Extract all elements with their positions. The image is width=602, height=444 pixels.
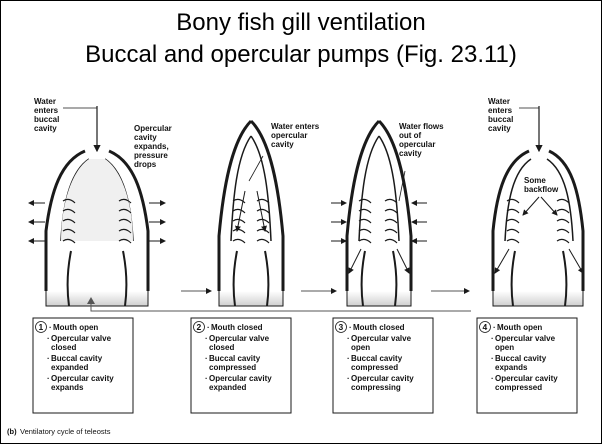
- panel-3-inner-wall: [359, 136, 399, 241]
- panel-1: Water enters buccal cavity Opercular cav…: [29, 97, 174, 306]
- panel-4-label-water-enters: Water enters buccal cavity: [488, 97, 516, 133]
- panel-2-label-water-enters-opercular: Water enters opercular cavity: [271, 122, 321, 149]
- panel-3-label-water-flows-out: Water flows out of opercular cavity: [399, 122, 446, 158]
- panel-4-label-backflow: Some backflow: [524, 176, 559, 194]
- step-1-number: 1: [39, 322, 44, 332]
- step-box-4: 4 ·Mouth open ·Opercular valve open ·Buc…: [477, 318, 577, 413]
- panel-1-label-water-enters: Water enters buccal cavity: [34, 97, 62, 133]
- panel-1-label-opercular-expands: Opercular cavity expands, pressure drops: [134, 124, 174, 169]
- step-box-3: 3 ·Mouth closed ·Opercular valve open ·B…: [333, 318, 433, 413]
- step-2-number: 2: [197, 322, 202, 332]
- step-3-number: 3: [339, 322, 344, 332]
- step-4-number: 4: [483, 322, 488, 332]
- panel-3: Water flows out of opercular cavity: [331, 121, 446, 306]
- panel-4-gill-right: [557, 199, 569, 243]
- step-box-2: 2 ·Mouth closed ·Opercular valve closed …: [191, 318, 291, 413]
- panel-4: Water enters buccal cavity Some backflow: [488, 97, 583, 306]
- panel-2-inner-wall: [231, 136, 271, 241]
- panel-2: Water enters opercular cavity: [219, 121, 321, 306]
- step-box-1: 1 ·Mouth open ·Opercular valve closed ·B…: [33, 318, 133, 413]
- figure-caption: (b) Ventilatory cycle of teleosts: [7, 427, 111, 436]
- panel-3-gill-right: [385, 199, 397, 243]
